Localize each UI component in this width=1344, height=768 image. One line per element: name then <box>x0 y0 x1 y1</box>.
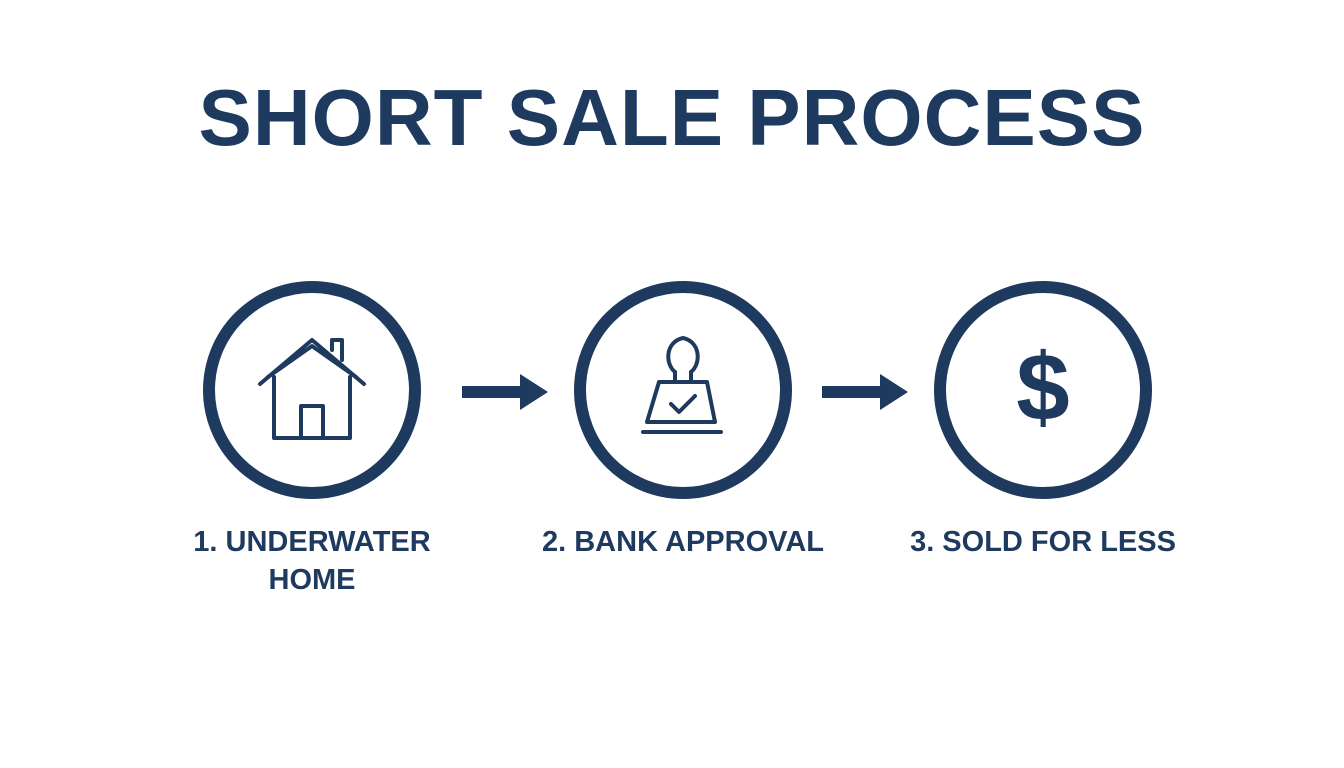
step-bank-approval: 2. BANK APPROVAL <box>542 280 824 558</box>
arrow-right-icon <box>822 374 908 410</box>
step-underwater-home: 1. UNDERWATER HOME <box>193 280 431 596</box>
step-sold-for-less: $ 3. SOLD FOR LESS <box>910 280 1176 558</box>
step-2-label: 2. BANK APPROVAL <box>542 526 824 558</box>
approval-stamp-icon <box>641 336 723 434</box>
step-2-circle <box>574 281 792 499</box>
step-1-circle <box>203 281 421 499</box>
step-3-circle: $ <box>934 281 1152 499</box>
step-3-label: 3. SOLD FOR LESS <box>910 526 1176 558</box>
house-icon <box>258 338 366 440</box>
dollar-sign-icon: $ <box>1016 334 1069 441</box>
diagram-title: SHORT SALE PROCESS <box>198 73 1146 162</box>
arrow-right-icon <box>462 374 548 410</box>
step-1-label: 1. UNDERWATER HOME <box>193 526 431 596</box>
